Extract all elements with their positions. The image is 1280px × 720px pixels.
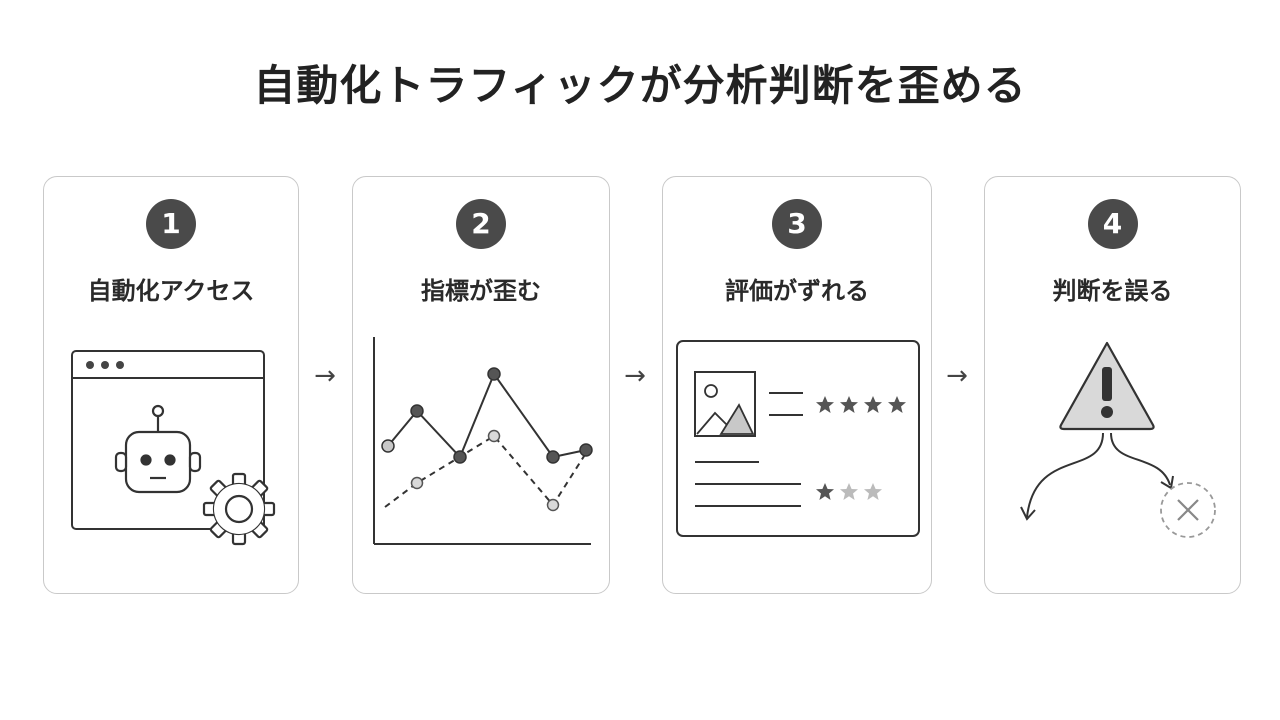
robot-icon bbox=[114, 404, 202, 494]
warning-triangle-icon bbox=[1059, 341, 1155, 431]
review-rating-illustration bbox=[676, 340, 920, 537]
step-number-badge: 1 bbox=[146, 199, 196, 249]
step-number-badge: 4 bbox=[1087, 199, 1138, 249]
flow-arrow-icon: → bbox=[314, 361, 336, 391]
high-rating-stars-icon bbox=[816, 396, 906, 413]
step-card-1: 1 自動化アクセス bbox=[43, 176, 299, 594]
window-dots-icon bbox=[86, 361, 124, 369]
gear-icon bbox=[202, 472, 276, 546]
step-label: 評価がずれる bbox=[725, 277, 869, 305]
step-label: 自動化アクセス bbox=[87, 277, 255, 305]
step-number-badge: 2 bbox=[456, 199, 506, 249]
step-label: 判断を誤る bbox=[1052, 277, 1173, 305]
step-number-badge: 3 bbox=[772, 199, 822, 249]
arrowheads bbox=[1020, 475, 1174, 521]
step-card-3: 3 評価がずれる bbox=[662, 176, 932, 594]
image-placeholder-icon bbox=[694, 371, 756, 437]
distorted-line-chart-illustration bbox=[373, 337, 593, 545]
text-lines bbox=[695, 392, 803, 507]
rejected-x-icon bbox=[1160, 482, 1216, 538]
step-card-2: 2 指標が歪む bbox=[352, 176, 610, 594]
bot-browser-illustration bbox=[71, 350, 276, 546]
baseline-series-points bbox=[410, 429, 560, 512]
page-title: 自動化トラフィックが分析判断を歪める bbox=[253, 61, 1027, 110]
baseline-series-line bbox=[384, 434, 587, 508]
flow-arrow-icon: → bbox=[624, 361, 646, 391]
wrong-decision-illustration bbox=[1020, 341, 1216, 538]
branching-arrows bbox=[1026, 432, 1171, 518]
flow-arrow-icon: → bbox=[946, 361, 968, 391]
chart-axes bbox=[373, 337, 591, 545]
low-rating-stars-icon bbox=[816, 483, 882, 500]
step-card-4: 4 判断を誤る bbox=[984, 176, 1241, 594]
step-label: 指標が歪む bbox=[421, 277, 541, 305]
distorted-series-points bbox=[381, 367, 593, 464]
